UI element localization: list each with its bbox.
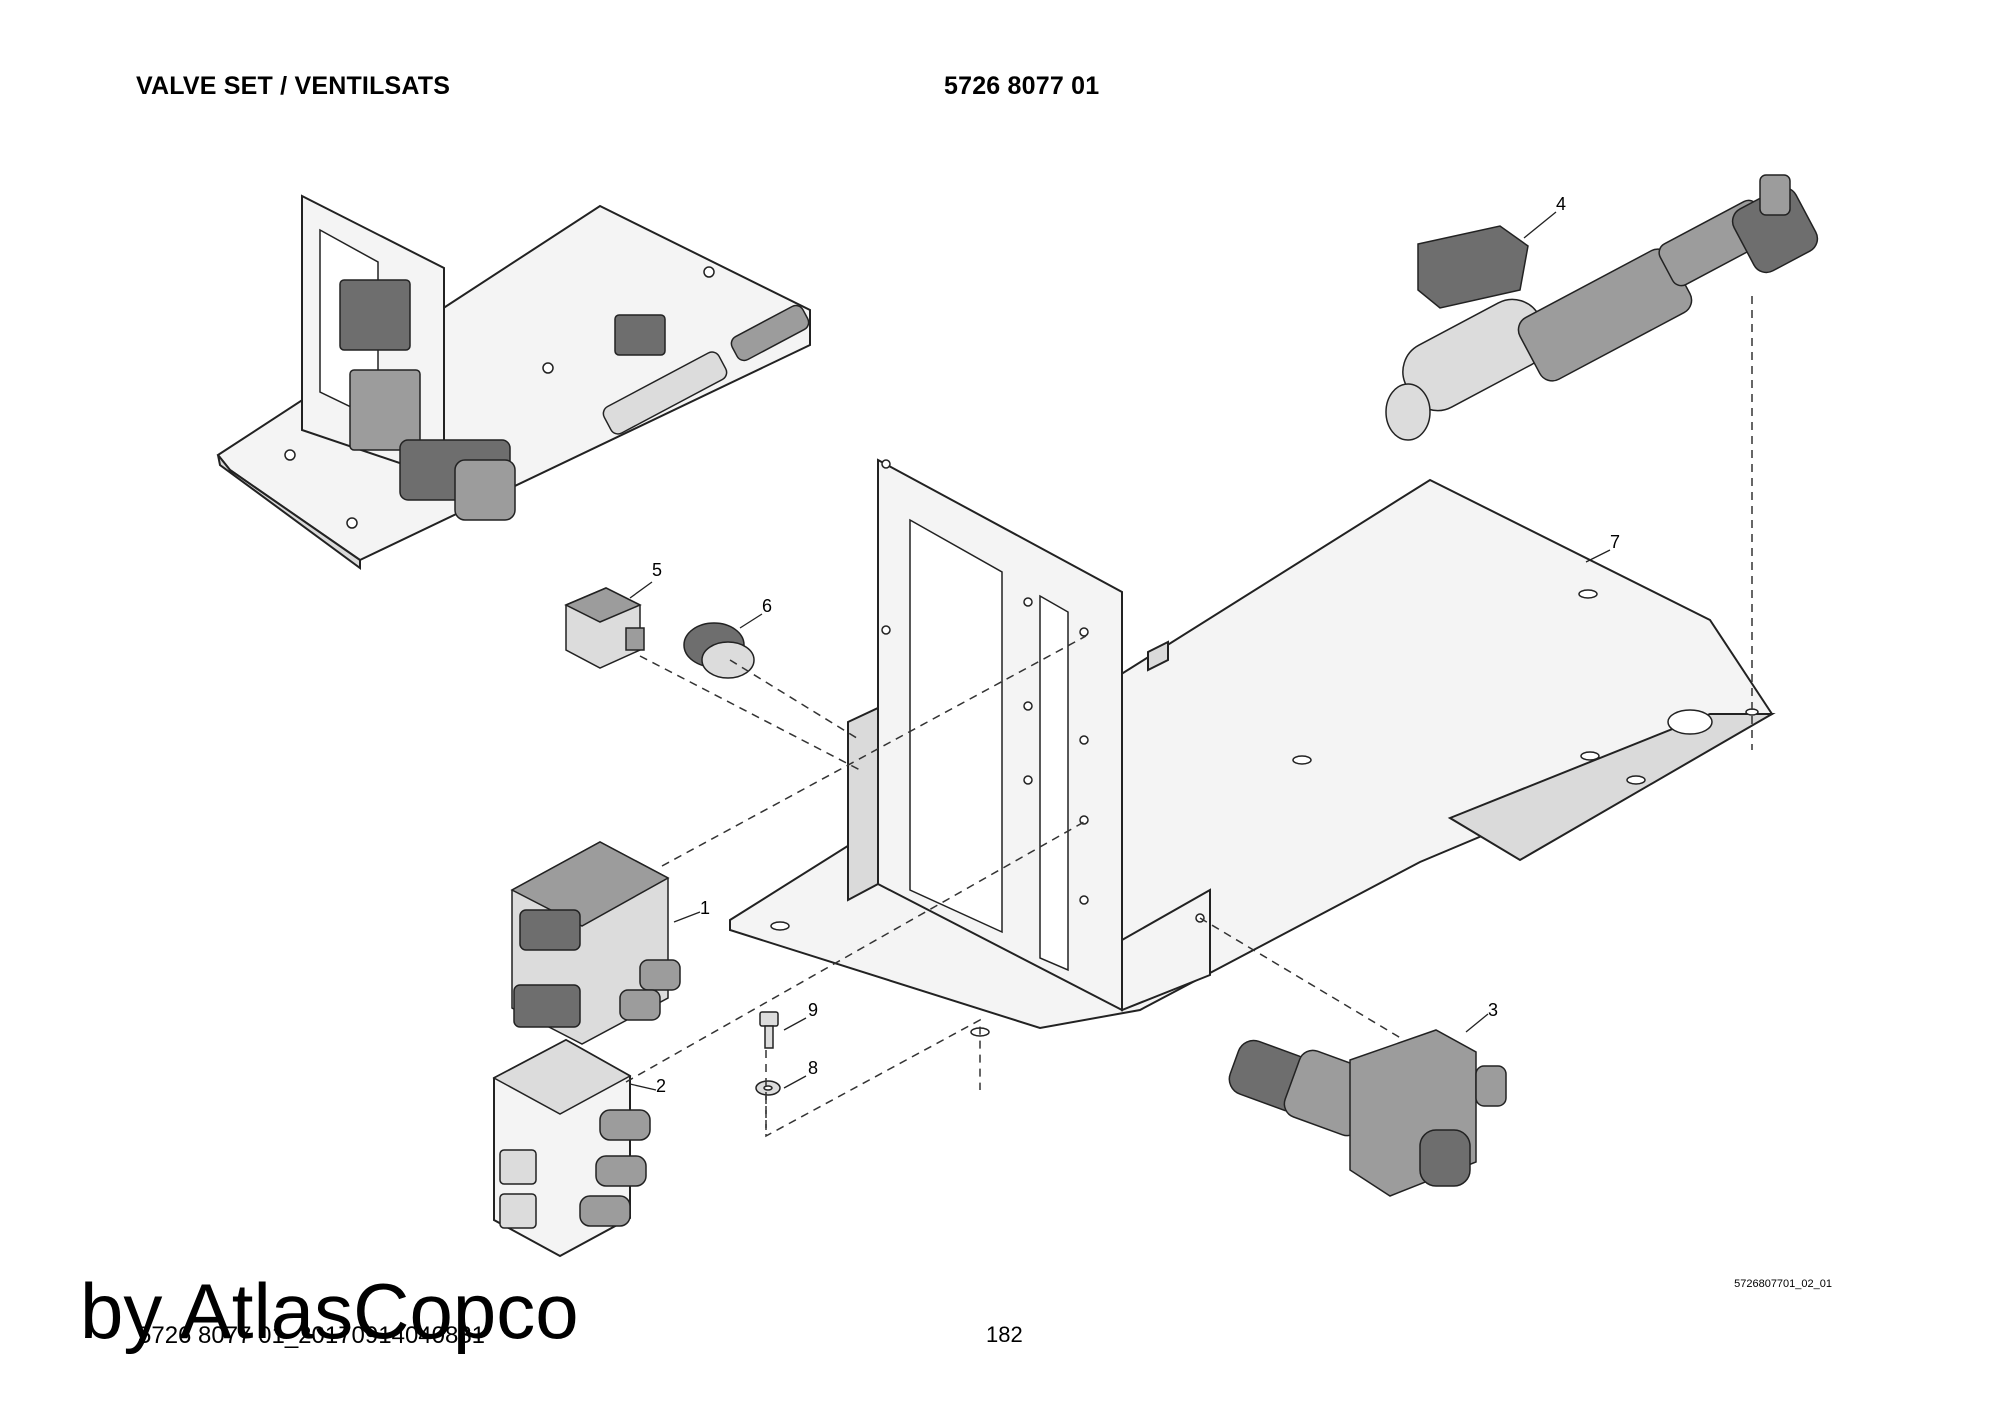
document-title: VALVE SET / VENTILSATS bbox=[136, 72, 451, 100]
callout-7: 7 bbox=[1610, 532, 1620, 552]
callout-2: 2 bbox=[656, 1076, 666, 1096]
item-2-valve-block bbox=[492, 1038, 651, 1258]
assembled-view bbox=[216, 194, 811, 570]
callout-1: 1 bbox=[700, 898, 710, 918]
item-7-mounting-plate bbox=[729, 458, 1776, 1037]
page-number: 182 bbox=[986, 1322, 1023, 1347]
part-number: 5726 8077 01 bbox=[944, 72, 1100, 100]
item-1-valve-block bbox=[510, 841, 681, 1045]
watermark-text: by AtlasCopco bbox=[80, 1267, 579, 1355]
callout-4: 4 bbox=[1556, 194, 1566, 214]
item-4-ball-valve-assembly bbox=[1385, 174, 1819, 441]
item-8-washer bbox=[755, 1080, 781, 1096]
callout-leaders bbox=[629, 211, 1611, 1091]
item-5-solenoid-coil bbox=[564, 587, 645, 669]
callout-9: 9 bbox=[808, 1000, 818, 1020]
callout-8: 8 bbox=[808, 1058, 818, 1078]
item-3-valve-assembly bbox=[1228, 1029, 1507, 1197]
item-6-cap bbox=[683, 622, 755, 679]
callout-6: 6 bbox=[762, 596, 772, 616]
item-9-bolt bbox=[759, 1011, 779, 1049]
drawing-reference: 5726807701_02_01 bbox=[1734, 1278, 1832, 1290]
document-id: 5726 8077 01_20170914040831 bbox=[138, 1322, 486, 1349]
callout-3: 3 bbox=[1488, 1000, 1498, 1020]
callout-5: 5 bbox=[652, 560, 662, 580]
assembly-lines bbox=[625, 296, 1753, 1138]
